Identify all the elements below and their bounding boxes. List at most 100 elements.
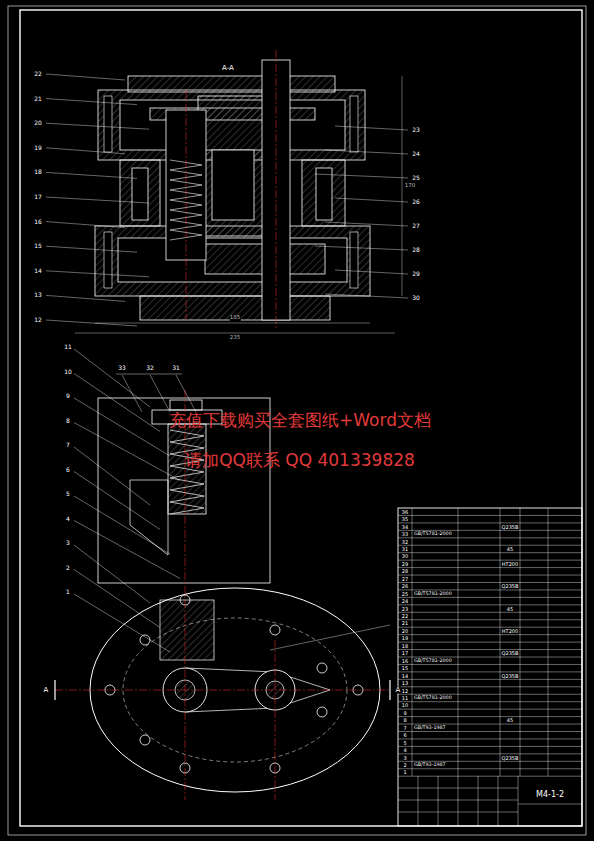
right-bore — [316, 168, 332, 220]
table-row-line — [398, 560, 582, 561]
dimension-line — [402, 76, 403, 296]
callout-number: 3 — [66, 540, 70, 546]
table-cell: 1 — [403, 770, 406, 775]
center-line — [55, 690, 390, 691]
table-cell: 33 — [402, 532, 408, 537]
title-column-line — [518, 776, 519, 826]
table-cell: 45 — [507, 718, 513, 723]
callout-number: 31 — [172, 365, 180, 371]
bolt — [104, 96, 112, 152]
leader-line — [74, 570, 160, 628]
leader-line — [74, 521, 180, 579]
table-cell: 2 — [403, 763, 406, 768]
table-cell: 7 — [403, 725, 406, 730]
callout-number: 21 — [34, 96, 42, 102]
callout-number: 8 — [66, 418, 70, 424]
table-cell: 5 — [403, 740, 406, 745]
table-cell: GB/T93-1987 — [414, 763, 446, 768]
table-cell: GB/T93-1987 — [414, 725, 446, 730]
leader-line — [46, 320, 137, 326]
bolt — [104, 232, 112, 288]
watermark: 充值下载购买全套图纸+Word文档 — [169, 412, 431, 429]
callout-number: 23 — [412, 127, 420, 133]
table-cell: HT200 — [502, 628, 518, 633]
table-cell: 9 — [403, 710, 406, 715]
table-cell: 10 — [402, 703, 408, 708]
callout-number: 15 — [34, 243, 42, 249]
callout-number: 11 — [64, 344, 72, 350]
table-row-line — [398, 634, 582, 635]
callout-number: 7 — [66, 442, 70, 448]
parts-table — [398, 508, 582, 826]
table-cell: 6 — [403, 733, 406, 738]
screw-tube — [168, 424, 206, 514]
table-cell: 45 — [507, 606, 513, 611]
table-cell: 36 — [402, 509, 408, 514]
callout-number: 1 — [66, 589, 70, 595]
table-column-line — [458, 508, 459, 776]
right-column — [302, 160, 345, 226]
bolt-hole — [140, 735, 150, 745]
table-row-line — [398, 753, 582, 754]
leader-line — [122, 375, 142, 412]
title-column-line — [418, 776, 419, 826]
inner-frame — [20, 10, 582, 826]
leader-line — [335, 198, 408, 202]
table-row-line — [398, 731, 582, 732]
bolt-hole — [140, 635, 150, 645]
leader-line — [74, 349, 150, 407]
leader-line — [46, 246, 137, 252]
dimension: 235 — [230, 335, 241, 341]
left-column — [120, 160, 160, 226]
screw-thread — [170, 430, 204, 514]
leader-line — [325, 294, 408, 298]
table-cell: 21 — [402, 621, 408, 626]
watermark: 请加QQ联系 QQ 401339828 — [185, 452, 415, 469]
callout-number: 20 — [34, 120, 42, 126]
table-cell: 12 — [402, 688, 408, 693]
table-row-line — [398, 746, 582, 747]
leader-line — [46, 99, 137, 105]
leader-line — [74, 545, 150, 603]
callout-number: 16 — [34, 219, 42, 225]
table-cell: 26 — [402, 584, 408, 589]
title-column-line — [478, 776, 479, 826]
table-row-line — [398, 537, 582, 538]
callout-number: 26 — [412, 199, 420, 205]
table-row-line — [398, 515, 582, 516]
table-cell: 24 — [402, 599, 408, 604]
center-line — [276, 50, 277, 330]
table-column-line — [412, 508, 413, 776]
table-row-line — [398, 545, 582, 546]
leader-line — [270, 625, 390, 650]
callout-number: 24 — [412, 151, 420, 157]
leader-line — [335, 270, 408, 274]
title-row-line — [518, 804, 582, 805]
table-row-line — [398, 701, 582, 702]
table-cell: Q235B — [502, 755, 519, 760]
table-cell: 15 — [402, 666, 408, 671]
table-column-line — [548, 508, 549, 776]
callout-number: 27 — [412, 223, 420, 229]
table-cell: 11 — [402, 695, 408, 700]
callout-number: 5 — [66, 491, 70, 497]
leader-line — [46, 222, 125, 228]
callout-number: 10 — [64, 369, 72, 375]
leader-line — [315, 246, 408, 250]
leader-line — [116, 374, 182, 375]
table-cell: 4 — [403, 748, 406, 753]
table-row-line — [398, 716, 582, 717]
table-cell: GB/T5781-2000 — [414, 658, 452, 663]
table-cell: 25 — [402, 591, 408, 596]
table-row-line — [398, 664, 582, 665]
table-row-line — [398, 686, 582, 687]
callout-number: 28 — [412, 247, 420, 253]
leader-line — [46, 295, 125, 301]
callout-number: 19 — [34, 145, 42, 151]
table-cell: 17 — [402, 651, 408, 656]
table-row-line — [398, 776, 582, 777]
leader-line — [46, 271, 149, 277]
left-bore — [132, 168, 148, 220]
table-cell: 8 — [403, 718, 406, 723]
center-window — [212, 150, 254, 220]
